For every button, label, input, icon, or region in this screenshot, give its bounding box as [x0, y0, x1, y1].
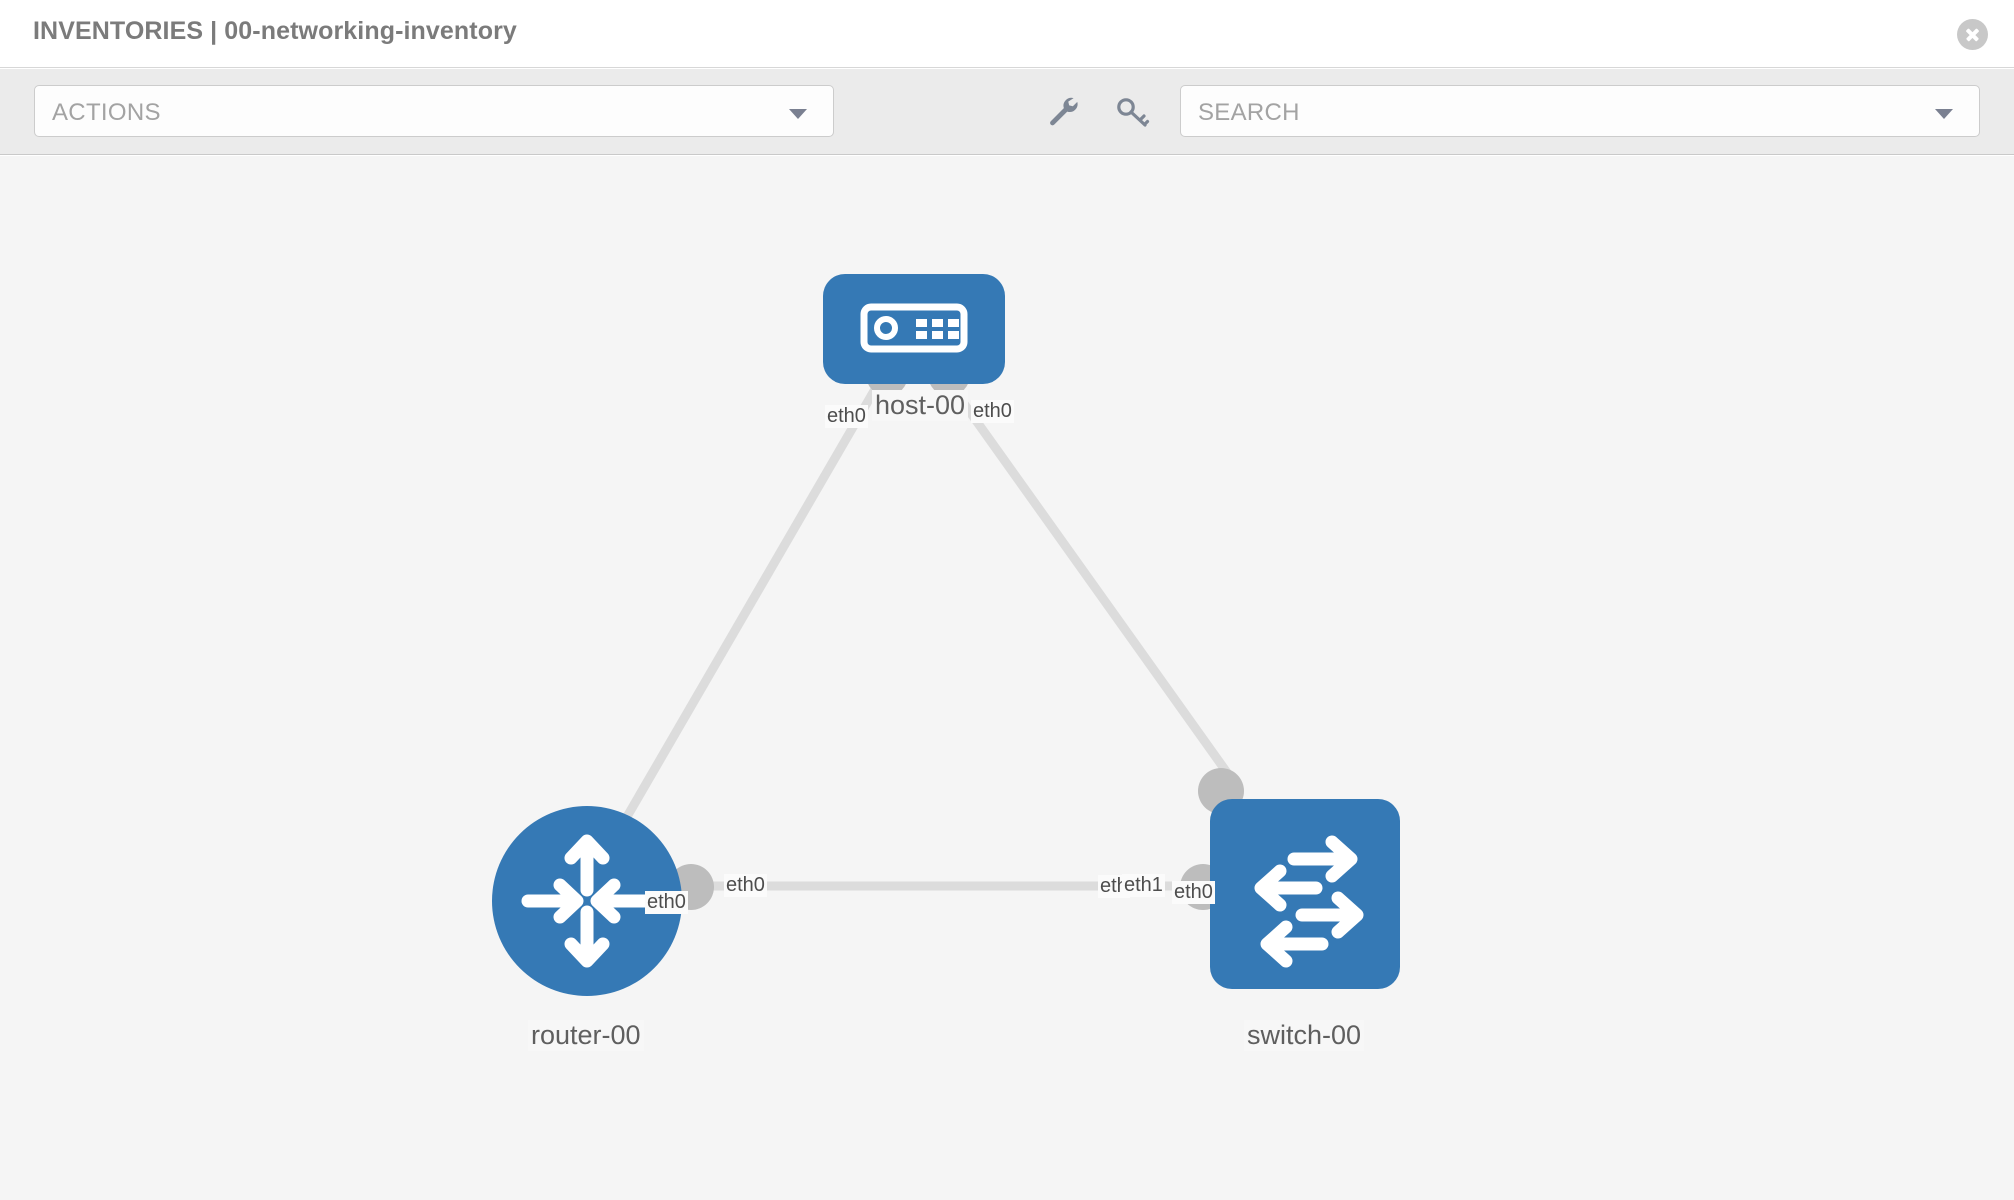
port-label-switch-left-partial: eth — [1098, 875, 1130, 898]
port-label-router-right: eth0 — [724, 874, 767, 897]
edge-host-switch — [946, 381, 1242, 791]
topology-canvas[interactable]: host-00 eth0 eth0 — [0, 156, 2014, 1200]
wrench-icon[interactable] — [1046, 96, 1082, 128]
edge-host-router — [606, 381, 882, 849]
node-router-00-label: router-00 — [528, 1020, 644, 1051]
switch-arrows-icon — [1254, 835, 1364, 968]
actions-dropdown[interactable]: ACTIONS — [34, 85, 834, 137]
search-input[interactable]: SEARCH — [1180, 85, 1980, 137]
port-label-router-up: eth0 — [645, 891, 688, 914]
node-switch-00-shape[interactable] — [1210, 799, 1400, 989]
close-icon[interactable] — [1957, 19, 1988, 50]
chevron-down-icon — [1935, 109, 1953, 119]
node-host-00-shape[interactable] — [823, 274, 1005, 384]
topology-edges — [606, 381, 1242, 891]
port-label-host-left: eth0 — [825, 405, 868, 428]
port-label-host-right: eth0 — [971, 400, 1014, 423]
actions-dropdown-label: ACTIONS — [52, 99, 161, 126]
chevron-down-icon — [789, 109, 807, 119]
port-label-switch-up: eth0 — [1172, 881, 1215, 904]
port-label-switch-left: eth1 — [1122, 874, 1165, 897]
toolbar: ACTIONS SEARCH — [0, 69, 2014, 155]
search-input-value: SEARCH — [1198, 99, 1300, 126]
server-icon — [860, 303, 968, 353]
page-title: INVENTORIES | 00-networking-inventory — [33, 17, 517, 45]
node-switch-00-label: switch-00 — [1244, 1020, 1365, 1051]
page-header: INVENTORIES | 00-networking-inventory — [0, 0, 2014, 68]
key-icon[interactable] — [1114, 96, 1150, 128]
node-host-00-label: host-00 — [872, 390, 969, 421]
router-arrows-icon — [521, 834, 653, 968]
